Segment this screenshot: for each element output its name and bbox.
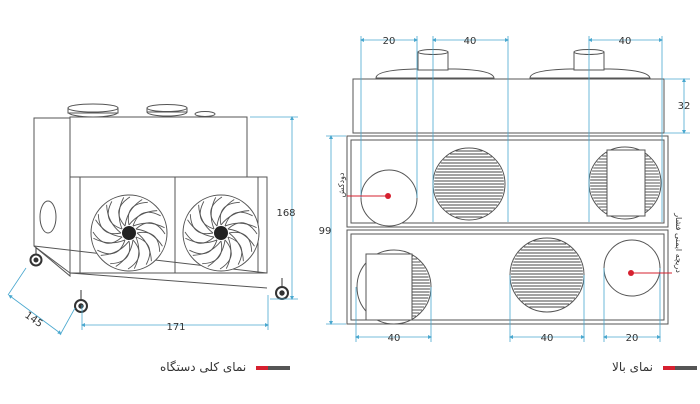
unit-side-panel [33,117,71,278]
dim-height-label: 168 [276,208,295,219]
caption-overall-text: نمای کلی دستگاه [160,360,247,374]
wheel-icon [29,248,289,313]
fan-icon [182,194,260,272]
caption-top-text: نمای بالا [612,360,653,374]
dim-left-height: 99 [319,226,332,237]
dim-width-label: 171 [166,322,185,333]
side-porthole [39,200,57,234]
top-view-upper-box [352,78,665,134]
dim-bottom-a: 40 [388,333,401,344]
dim-top-c: 40 [619,36,632,47]
top-view-dimensions [326,36,690,342]
unit-upper-box [69,116,248,178]
dim-bottom-c: 20 [626,333,639,344]
caption-top-view: نمای بالا [612,360,697,374]
fan-icon [90,194,168,272]
dim-depth-label: 145 [22,310,44,330]
overall-dimensions [7,116,298,336]
port-label-relief: دریچه ایمنی فشار [674,212,683,273]
dim-right-top: 32 [678,101,691,112]
dim-top-b: 40 [464,36,477,47]
caption-bar-icon [662,365,697,370]
port-circle-relief [603,239,661,297]
red-marker-dot-icon [347,193,672,276]
dim-top-a: 20 [383,36,396,47]
caption-bar-icon [256,365,291,370]
dim-bottom-b: 40 [541,333,554,344]
caption-overall-view: نمای کلی دستگاه [160,360,291,374]
port-label-chimney: دودکش [337,172,346,197]
